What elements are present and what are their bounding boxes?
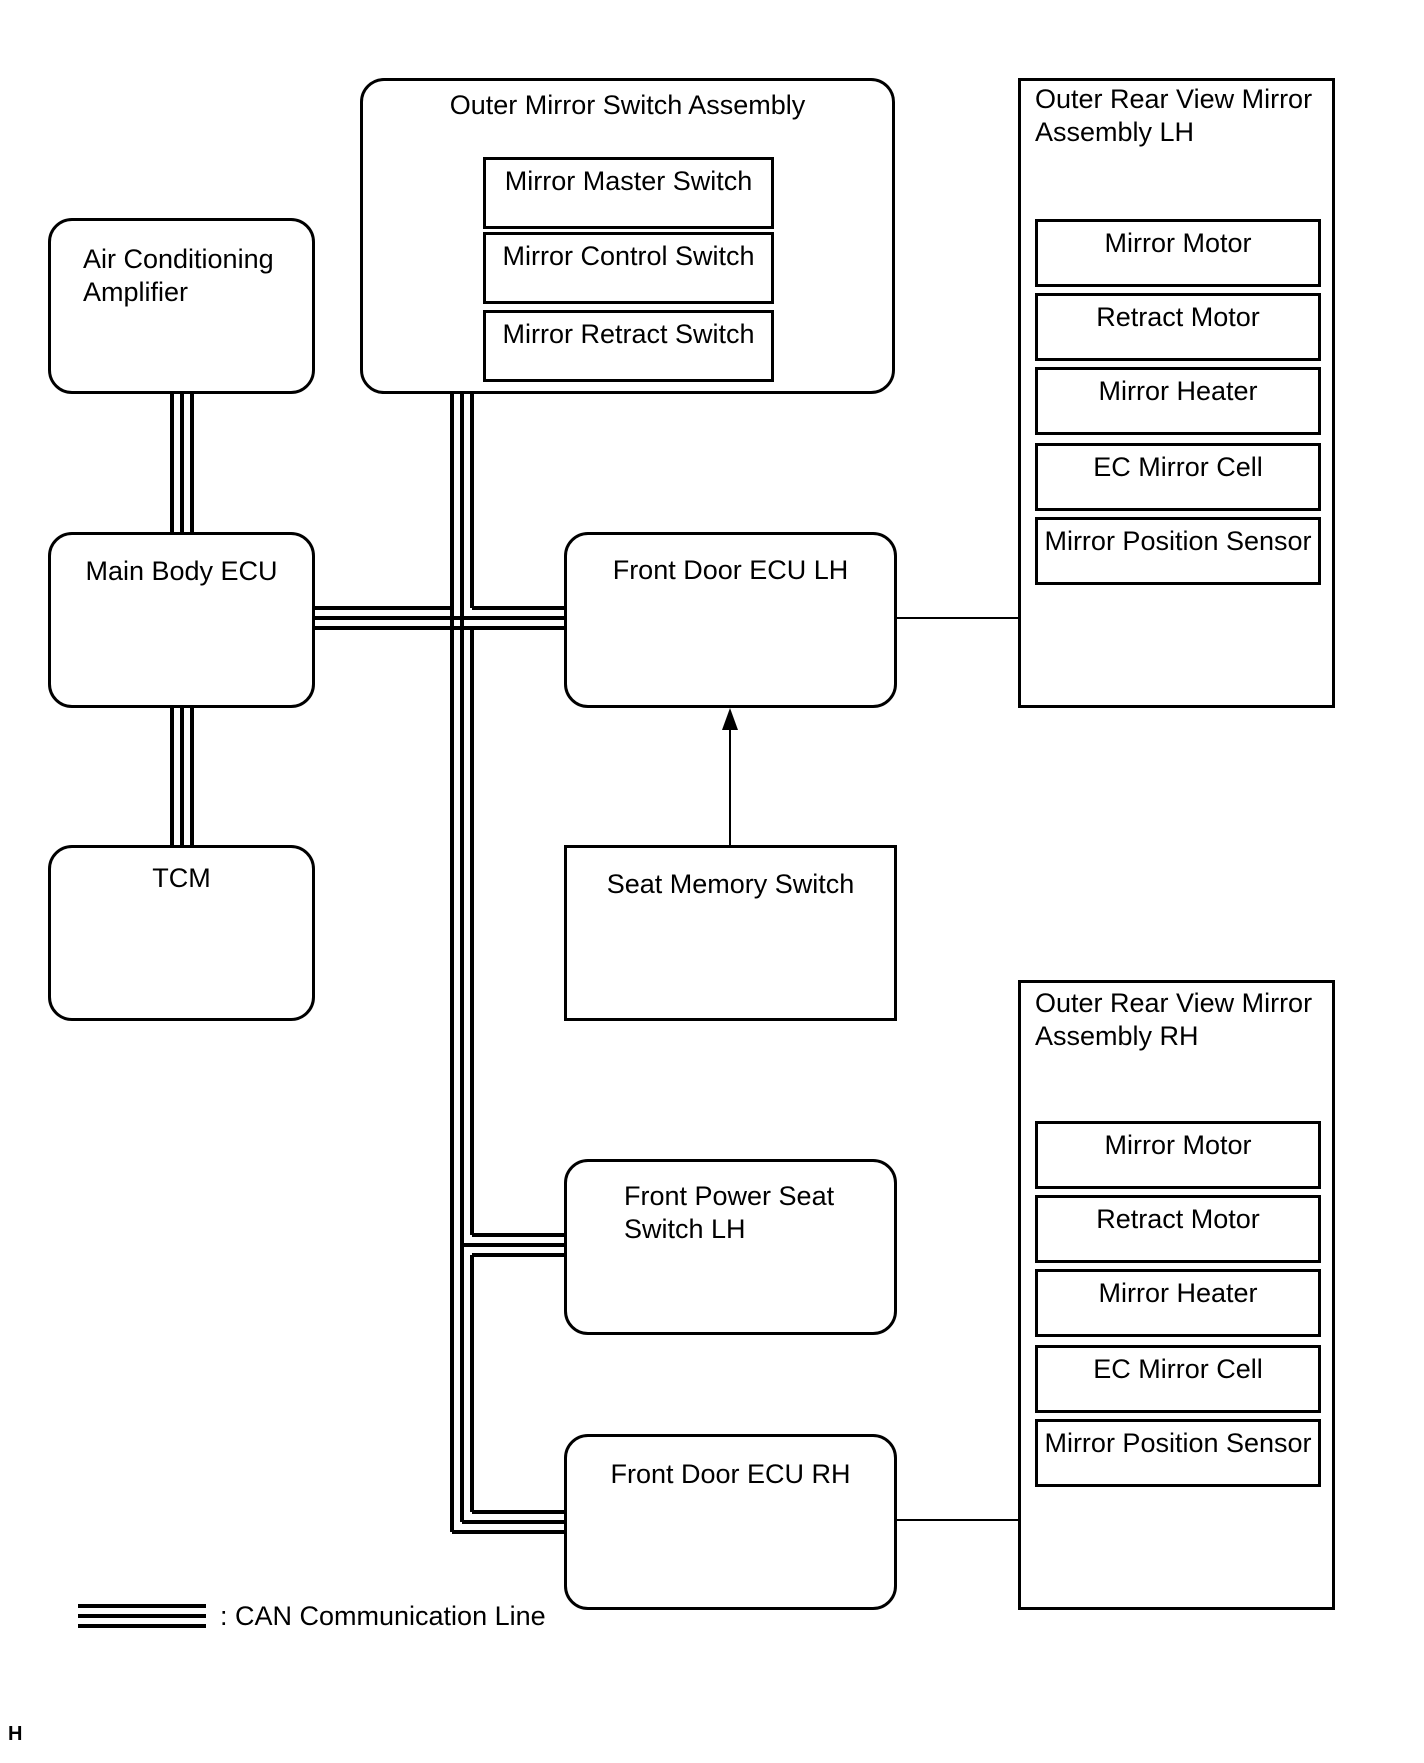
- can-line-trunk-seat-switch: [462, 1233, 566, 1257]
- node-front-door-ecu-rh: Front Door ECU RH: [564, 1434, 897, 1610]
- node-outer-rear-view-mirror-lh-label-2: Assembly LH: [1035, 117, 1195, 147]
- node-air-conditioning-amplifier: Air Conditioning Amplifier: [48, 218, 315, 394]
- legend-can-symbol: [78, 1604, 206, 1628]
- node-outer-rear-view-mirror-rh: Outer Rear View Mirror Assembly RH Mirro…: [1018, 980, 1335, 1610]
- switch-mirror-master: Mirror Master Switch: [483, 157, 774, 229]
- node-tcm-label: TCM: [152, 863, 211, 893]
- mirror-lh-part-mirror-heater: Mirror Heater: [1035, 367, 1321, 435]
- mirror-rh-part-mirror-position-sensor: Mirror Position Sensor: [1035, 1419, 1321, 1487]
- mirror-rh-part-ec-mirror-cell: EC Mirror Cell: [1035, 1345, 1321, 1413]
- node-front-door-ecu-lh-label: Front Door ECU LH: [612, 555, 849, 585]
- node-outer-mirror-switch-assembly: Outer Mirror Switch Assembly Mirror Mast…: [360, 78, 895, 394]
- legend-can-label: : CAN Communication Line: [220, 1601, 546, 1631]
- arrowhead-icon: [722, 708, 738, 730]
- node-seat-memory-switch: Seat Memory Switch: [564, 845, 897, 1021]
- can-line-mainbody-tcm: [170, 706, 194, 847]
- node-main-body-ecu-label: Main Body ECU: [85, 556, 278, 586]
- node-main-body-ecu: Main Body ECU: [48, 532, 315, 708]
- node-air-conditioning-amplifier-label-2: Amplifier: [83, 277, 189, 307]
- switch-mirror-control: Mirror Control Switch: [483, 232, 774, 304]
- can-line-trunk: [450, 392, 474, 1532]
- mirror-rh-part-mirror-motor: Mirror Motor: [1035, 1121, 1321, 1189]
- mirror-rh-part-mirror-heater: Mirror Heater: [1035, 1269, 1321, 1337]
- node-outer-rear-view-mirror-lh-label-1: Outer Rear View Mirror: [1035, 84, 1313, 114]
- mirror-lh-part-retract-motor: Retract Motor: [1035, 293, 1321, 361]
- node-front-door-ecu-lh: Front Door ECU LH: [564, 532, 897, 708]
- node-front-power-seat-switch-lh: Front Power Seat Switch LH: [564, 1159, 897, 1335]
- node-front-power-seat-switch-lh-label-1: Front Power Seat: [624, 1181, 835, 1211]
- node-air-conditioning-amplifier-label-1: Air Conditioning: [83, 244, 274, 274]
- mirror-lh-part-mirror-motor: Mirror Motor: [1035, 219, 1321, 287]
- switch-mirror-retract: Mirror Retract Switch: [483, 310, 774, 382]
- node-front-power-seat-switch-lh-label-2: Switch LH: [624, 1214, 746, 1244]
- node-outer-mirror-switch-assembly-title: Outer Mirror Switch Assembly: [449, 90, 806, 120]
- corner-mark: H: [8, 1723, 23, 1745]
- node-front-door-ecu-rh-label: Front Door ECU RH: [610, 1459, 851, 1489]
- can-line-trunk-front-door-rh: [452, 1510, 566, 1534]
- node-seat-memory-switch-label: Seat Memory Switch: [606, 869, 855, 899]
- node-outer-rear-view-mirror-rh-label-1: Outer Rear View Mirror: [1035, 988, 1313, 1018]
- mirror-rh-part-retract-motor: Retract Motor: [1035, 1195, 1321, 1263]
- mirror-lh-part-ec-mirror-cell: EC Mirror Cell: [1035, 443, 1321, 511]
- can-line-trunk-front-door-lh: [462, 606, 566, 630]
- node-outer-rear-view-mirror-lh: Outer Rear View Mirror Assembly LH Mirro…: [1018, 78, 1335, 708]
- node-tcm: TCM: [48, 845, 315, 1021]
- can-line-mainbody-bus: [313, 606, 472, 630]
- mirror-lh-part-mirror-position-sensor: Mirror Position Sensor: [1035, 517, 1321, 585]
- can-line-aircon-mainbody: [170, 392, 194, 534]
- node-outer-rear-view-mirror-rh-label-2: Assembly RH: [1035, 1021, 1199, 1051]
